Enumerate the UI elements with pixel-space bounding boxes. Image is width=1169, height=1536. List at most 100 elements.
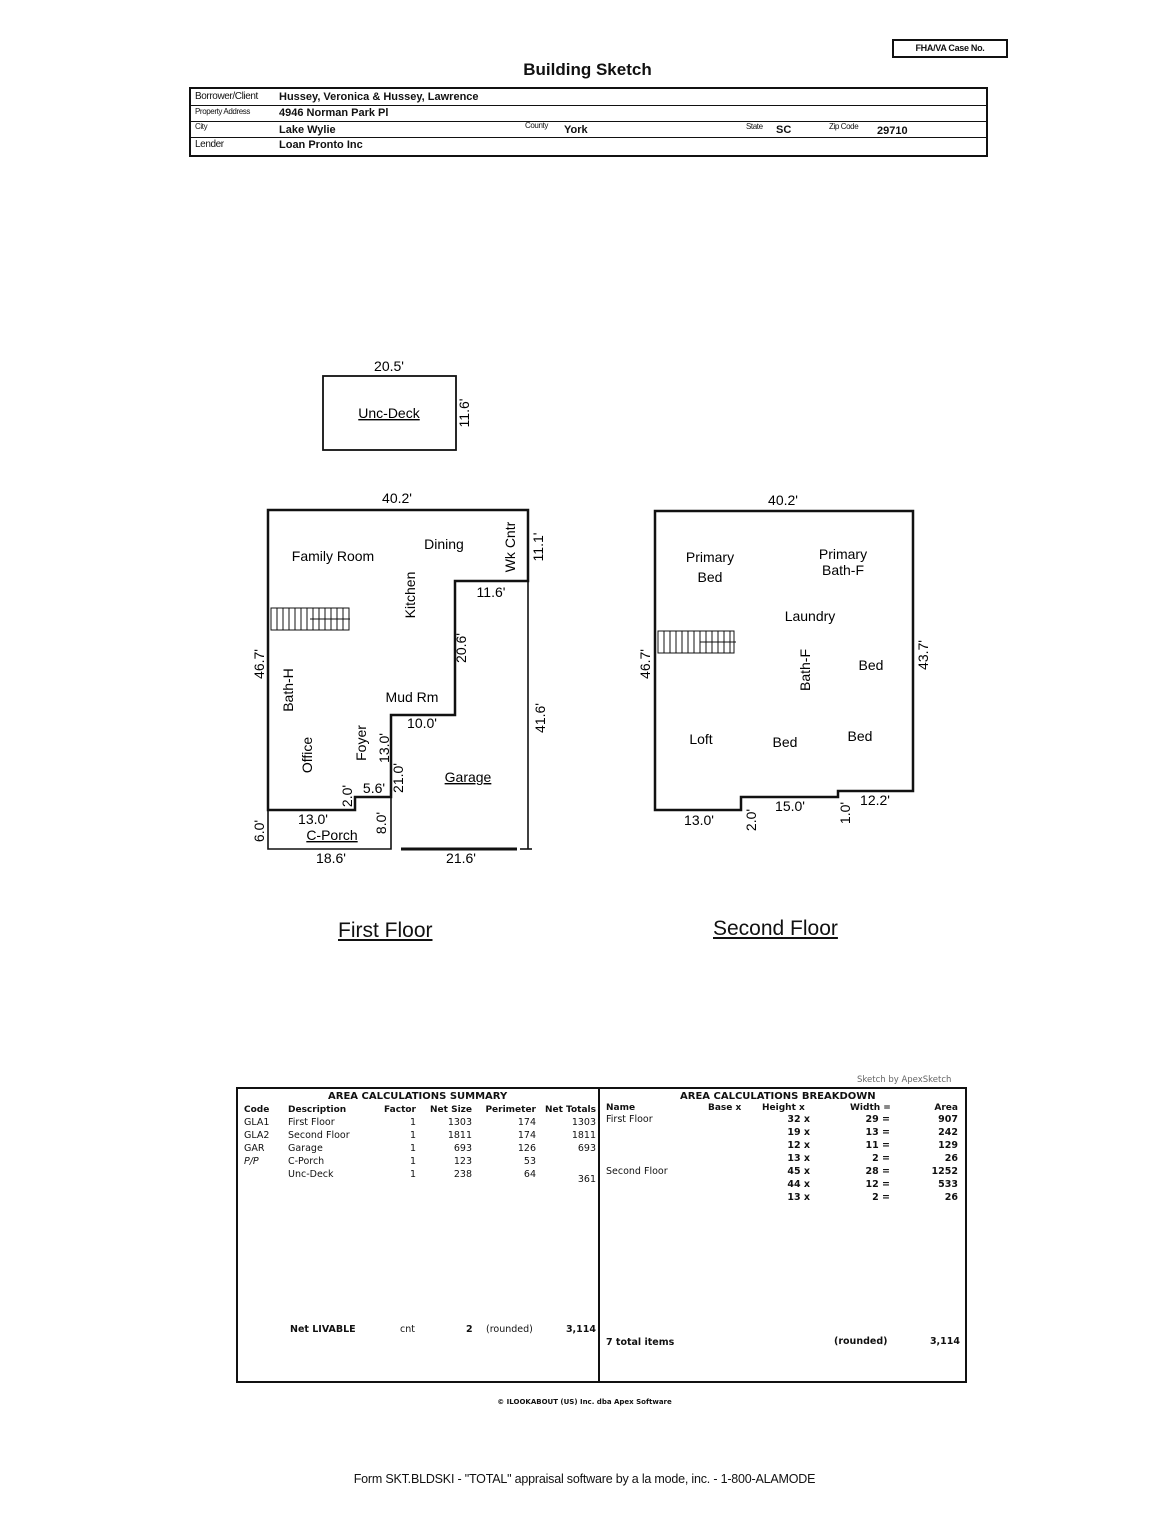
svg-text:13.0': 13.0' xyxy=(298,811,328,827)
factor: 1 xyxy=(409,1143,416,1154)
width: 28 = xyxy=(865,1166,891,1177)
area: 1252 xyxy=(931,1166,958,1177)
width: 11 = xyxy=(865,1140,891,1151)
area: 26 xyxy=(944,1153,958,1164)
factor: 1 xyxy=(409,1156,416,1167)
svg-text:13.0': 13.0' xyxy=(376,733,392,763)
svg-text:46.7': 46.7' xyxy=(251,649,267,679)
area: 129 xyxy=(938,1140,958,1151)
code: GLA1 xyxy=(244,1117,270,1128)
factor: 1 xyxy=(409,1117,416,1128)
svg-text:Laundry: Laundry xyxy=(785,608,836,624)
svg-text:Bath-F: Bath-F xyxy=(822,562,864,578)
height: 44 x xyxy=(787,1179,810,1190)
state-value: SC xyxy=(776,124,792,136)
height: 13 x xyxy=(787,1153,810,1164)
net-size: 1811 xyxy=(447,1130,472,1141)
svg-text:Dining: Dining xyxy=(424,536,464,552)
copyright-notice: © ILOOKABOUT (US) Inc. dba Apex Software xyxy=(497,1398,672,1406)
svg-text:Kitchen: Kitchen xyxy=(402,572,418,619)
net-size: 693 xyxy=(453,1143,472,1154)
borrower-row: Borrower/Client Hussey, Veronica & Husse… xyxy=(191,89,986,106)
svg-text:40.2': 40.2' xyxy=(382,490,412,506)
lender-row: Lender Loan Pronto Inc xyxy=(191,137,986,153)
page-title: Building Sketch xyxy=(523,60,652,79)
svg-text:Wk Cntr: Wk Cntr xyxy=(502,521,518,572)
svg-text:Bed: Bed xyxy=(698,569,723,585)
col-width: Width = xyxy=(850,1103,891,1113)
state-label: State xyxy=(746,122,763,131)
perimeter: 53 xyxy=(523,1156,536,1167)
svg-text:5.6': 5.6' xyxy=(363,780,385,796)
net-livable-label: Net LIVABLE xyxy=(290,1324,356,1335)
col-net-totals: Net Totals xyxy=(544,1105,596,1115)
address-value: 4946 Norman Park Pl xyxy=(279,107,389,119)
net-total: 1303 xyxy=(571,1117,596,1128)
net-size: 123 xyxy=(453,1156,472,1167)
svg-text:40.2': 40.2' xyxy=(768,492,798,508)
svg-text:2.0': 2.0' xyxy=(743,809,759,831)
net-livable-total: 3,114 xyxy=(565,1324,596,1335)
height: 45 x xyxy=(787,1166,810,1177)
area: 907 xyxy=(938,1114,958,1125)
svg-text:15.0': 15.0' xyxy=(775,798,805,814)
svg-text:C-Porch: C-Porch xyxy=(306,827,357,843)
svg-text:18.6': 18.6' xyxy=(316,850,346,866)
factor: 1 xyxy=(409,1130,416,1141)
zip-value: 29710 xyxy=(877,125,908,137)
first-floor-sketch: 40.2' Family Room Dining Wk Cntr 11.1' K… xyxy=(251,490,548,866)
summary-title: AREA CALCULATIONS SUMMARY xyxy=(328,1091,508,1102)
cnt-label: cnt xyxy=(400,1324,415,1335)
col-height: Height x xyxy=(762,1103,805,1113)
net-size: 1303 xyxy=(447,1117,472,1128)
area: 242 xyxy=(938,1127,958,1138)
svg-text:11.6': 11.6' xyxy=(477,584,506,600)
address-row: Property Address 4946 Norman Park Pl xyxy=(191,105,986,122)
description: First Floor xyxy=(288,1117,335,1128)
svg-text:Bed: Bed xyxy=(773,734,798,750)
table-divider xyxy=(598,1089,600,1381)
net-total: 1811 xyxy=(571,1130,596,1141)
width: 2 = xyxy=(872,1192,890,1203)
height: 12 x xyxy=(787,1140,810,1151)
cnt-value: 2 xyxy=(466,1324,473,1335)
net-size: 238 xyxy=(453,1169,472,1180)
col-perimeter: Perimeter xyxy=(485,1105,536,1115)
unc-deck-sketch: 20.5' Unc-Deck 11.6' xyxy=(322,358,472,451)
borrower-label: Borrower/Client xyxy=(195,91,258,102)
rounded-label: (rounded) xyxy=(834,1336,888,1347)
height: 13 x xyxy=(787,1192,810,1203)
description: Second Floor xyxy=(288,1130,350,1141)
breakdown-title: AREA CALCULATIONS BREAKDOWN xyxy=(680,1091,876,1102)
name: Second Floor xyxy=(606,1166,668,1177)
description: Garage xyxy=(288,1143,323,1154)
property-info-table: Borrower/Client Hussey, Veronica & Husse… xyxy=(189,87,988,157)
svg-text:Primary: Primary xyxy=(686,549,734,565)
svg-text:Family Room: Family Room xyxy=(292,548,374,564)
address-label: Property Address xyxy=(195,107,250,116)
description: C-Porch xyxy=(288,1156,325,1167)
code: GAR xyxy=(244,1143,265,1154)
building-sketch: 20.5' Unc-Deck 11.6' 40.2' Family Room D… xyxy=(251,358,931,866)
county-value: York xyxy=(564,124,588,136)
svg-text:11.6': 11.6' xyxy=(456,399,472,428)
width: 29 = xyxy=(865,1114,891,1125)
net-total: 361 xyxy=(577,1174,596,1185)
svg-text:8.0': 8.0' xyxy=(373,812,389,834)
col-description: Description xyxy=(288,1105,347,1115)
col-name: Name xyxy=(606,1103,636,1113)
svg-text:Mud Rm: Mud Rm xyxy=(386,689,439,705)
width: 13 = xyxy=(865,1127,891,1138)
svg-text:2.0': 2.0' xyxy=(339,785,355,807)
svg-text:43.7': 43.7' xyxy=(915,640,931,670)
name: First Floor xyxy=(606,1114,653,1125)
svg-text:Primary: Primary xyxy=(819,546,867,562)
svg-text:12.2': 12.2' xyxy=(860,792,890,808)
area-calculations-table: AREA CALCULATIONS SUMMARY Code Descripti… xyxy=(236,1087,967,1383)
svg-text:21.6': 21.6' xyxy=(446,850,476,866)
svg-text:Bed: Bed xyxy=(848,728,873,744)
height: 32 x xyxy=(787,1114,810,1125)
svg-text:11.1': 11.1' xyxy=(530,533,546,562)
col-code: Code xyxy=(244,1105,270,1115)
height: 19 x xyxy=(787,1127,810,1138)
